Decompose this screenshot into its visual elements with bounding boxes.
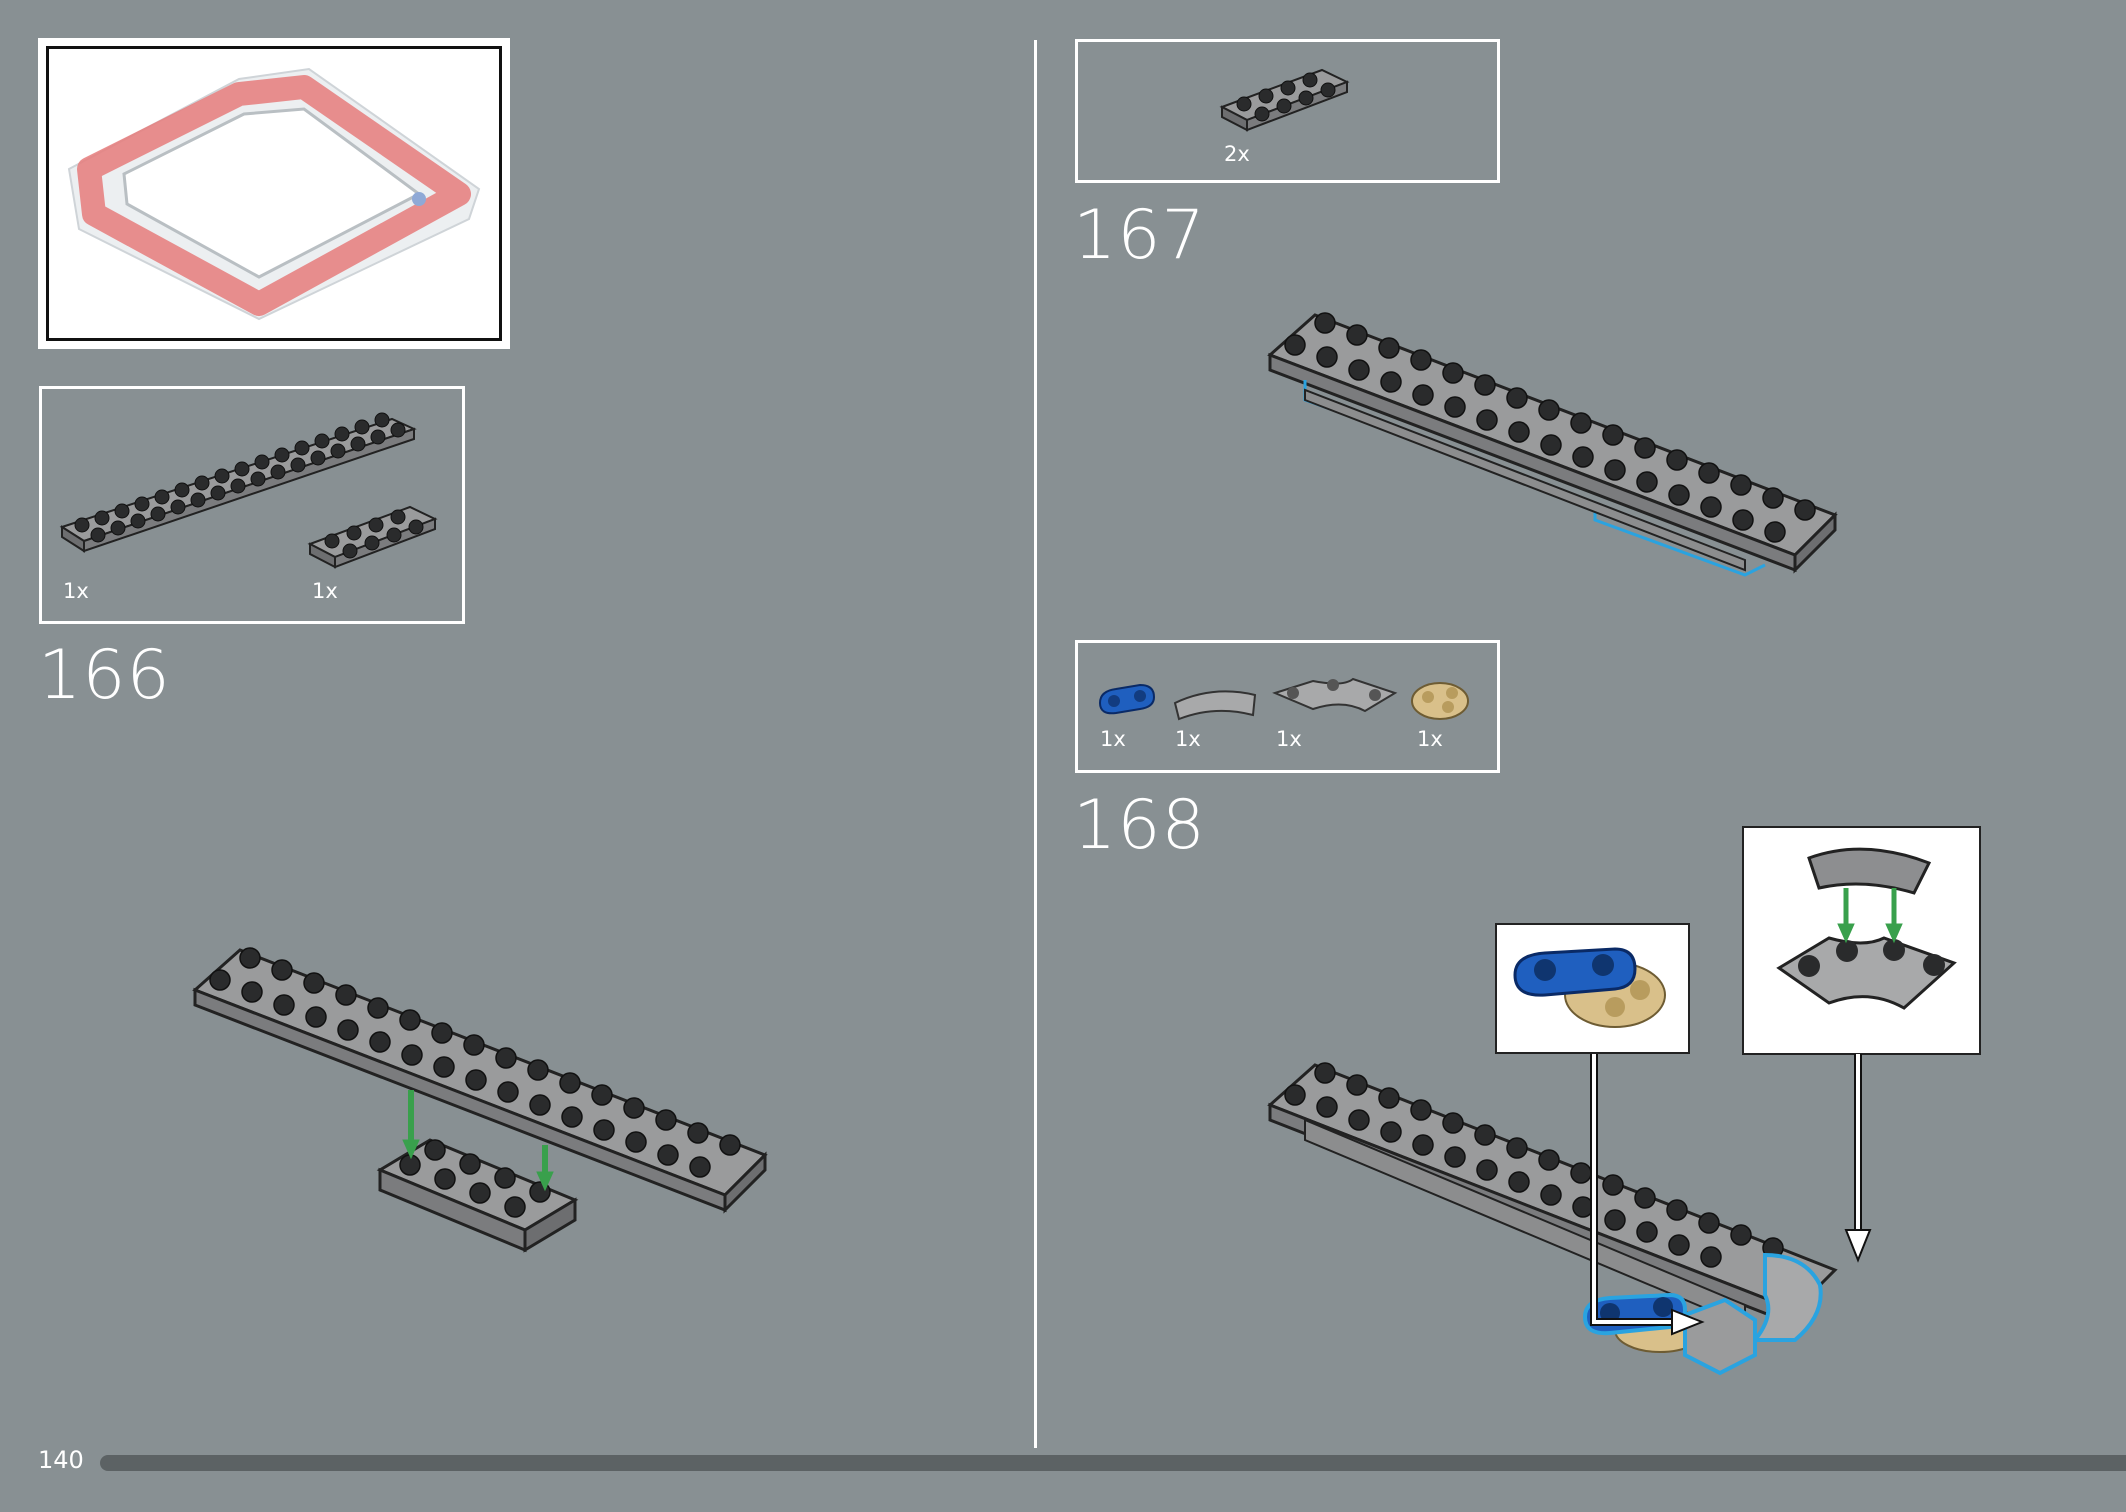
plate-2x4-grey-part	[307, 505, 438, 569]
parts-box-step-167: 2x	[1075, 39, 1500, 183]
step-168-assembly	[1267, 1062, 1838, 1376]
page-progress-bar	[100, 1455, 2126, 1471]
callout-blue-tan-image	[1513, 947, 1666, 1028]
part-qty: 1x	[312, 579, 338, 603]
part-qty: 1x	[1175, 727, 1201, 751]
part-qty: 1x	[63, 579, 89, 603]
white-callout-arrow-icon	[1590, 1054, 1872, 1336]
plate-curved-3x3-grey-part	[1272, 677, 1398, 713]
plate-round-2x2-tan-part	[1411, 682, 1469, 720]
step-number: 168	[1073, 786, 1206, 865]
step-number: 166	[38, 636, 171, 715]
overview-panel	[38, 38, 510, 349]
part-qty: 2x	[1224, 142, 1250, 166]
parts-box-step-168: 1x 1x 1x 1x	[1075, 640, 1500, 773]
callout-curved-plate-image	[1776, 847, 1957, 1010]
callout-blue-tan	[1495, 923, 1690, 1054]
callout-curved-plate	[1742, 826, 1981, 1055]
green-arrow-icon	[1837, 888, 1903, 944]
step-number: 167	[1073, 196, 1206, 275]
part-qty: 1x	[1276, 727, 1302, 751]
green-arrow-icon	[402, 1090, 554, 1192]
page-divider	[1034, 40, 1037, 1448]
page-number: 140	[38, 1446, 84, 1474]
part-qty: 1x	[1417, 727, 1443, 751]
plate-2x16-grey-part	[59, 412, 417, 553]
step-167-assembly	[1267, 312, 1838, 577]
parts-box-step-166: 1x 1x	[39, 386, 465, 624]
plate-1x2-rounded-blue-part	[1098, 683, 1156, 715]
part-qty: 1x	[1100, 727, 1126, 751]
plate-2x4-grey-part	[1219, 68, 1350, 132]
plate-curved-grey-part	[1173, 690, 1257, 721]
step-166-assembly	[192, 947, 768, 1253]
red-frame-overview-icon	[67, 67, 481, 321]
